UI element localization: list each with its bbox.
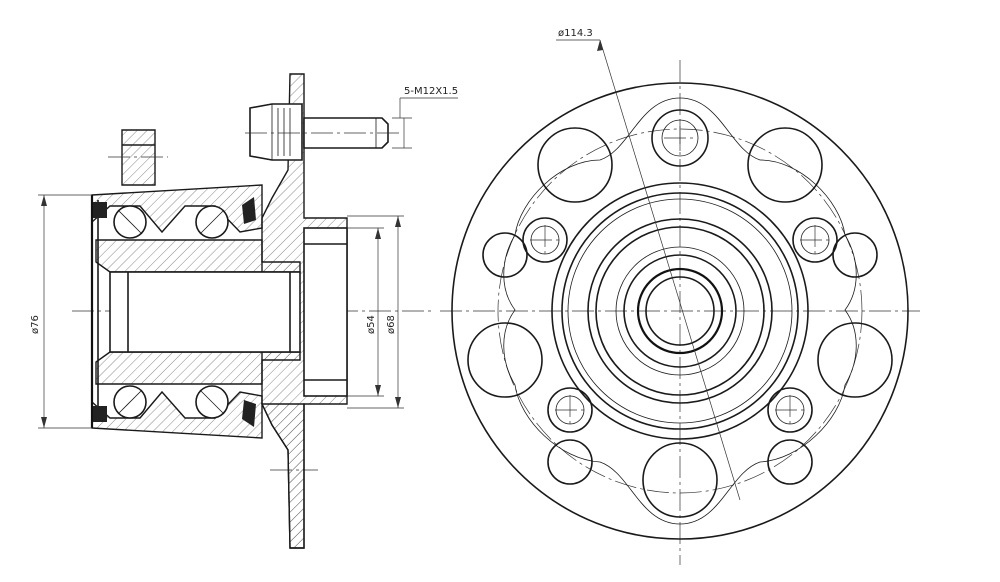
- lightening-hole-5: [642, 442, 718, 518]
- lightening-hole-2: [747, 127, 823, 203]
- section-view: 5-M12X1.5 ø76 ø54 ø68: [30, 73, 458, 549]
- hub-ring-5: [595, 226, 765, 396]
- front-view: ø114.3: [440, 28, 920, 565]
- hub-rings: [551, 182, 809, 440]
- stud-hole-4: [547, 387, 593, 433]
- pilot-outer-dimension: ø68: [347, 215, 404, 409]
- mounting-boss: [121, 129, 156, 186]
- lightening-hole-3: [467, 322, 543, 398]
- seal-upper-right: [242, 197, 256, 224]
- pilot-inner-label: ø54: [366, 315, 377, 334]
- bolt-spec-label: 5-M12X1.5: [404, 86, 458, 97]
- pcd-label: ø114.3: [558, 28, 593, 39]
- bolt-spec-dimension: 5-M12X1.5: [392, 86, 458, 149]
- pcd-circle: [497, 128, 863, 494]
- outer-diameter-label: ø76: [30, 315, 41, 334]
- hub-ring-4: [587, 218, 773, 404]
- pilot-outer-label: ø68: [386, 315, 397, 334]
- bearing-balls: [113, 205, 229, 419]
- pilot-inner-dimension: ø54: [347, 227, 384, 397]
- hub-ring-7: [623, 254, 737, 368]
- lightening-holes: [467, 127, 893, 518]
- stud-hole-2: [522, 217, 568, 263]
- hub-ring-3: [567, 198, 793, 424]
- stud-holes: [522, 109, 838, 433]
- lightening-hole-1: [537, 127, 613, 203]
- side-hole-right: [832, 232, 878, 278]
- outer-diameter-dimension: ø76: [30, 194, 92, 429]
- hub-bore-inner: [645, 276, 715, 346]
- wheel-stud: [245, 103, 400, 161]
- seal-lower-right: [242, 400, 256, 427]
- lightening-hole-4: [817, 322, 893, 398]
- bottom-hole-right: [767, 439, 813, 485]
- hub-ring-1: [551, 182, 809, 440]
- side-hole-left: [482, 232, 528, 278]
- pilot: [303, 227, 348, 397]
- hub-ring-6: [615, 246, 745, 376]
- flange-outer-circle: [451, 82, 909, 540]
- flange-scallop-outline: [503, 97, 857, 525]
- bottom-hole-left: [547, 439, 593, 485]
- hub-bore-outer: [636, 267, 724, 355]
- pcd-dimension: ø114.3: [556, 28, 741, 501]
- seal-lower-left: [93, 406, 107, 422]
- stud-hole-5: [767, 387, 813, 433]
- hub-bore: [109, 271, 301, 353]
- seal-upper-left: [93, 202, 107, 218]
- hub-ring-2: [561, 192, 799, 430]
- stud-hole-1: [651, 109, 709, 167]
- stud-hole-3: [792, 217, 838, 263]
